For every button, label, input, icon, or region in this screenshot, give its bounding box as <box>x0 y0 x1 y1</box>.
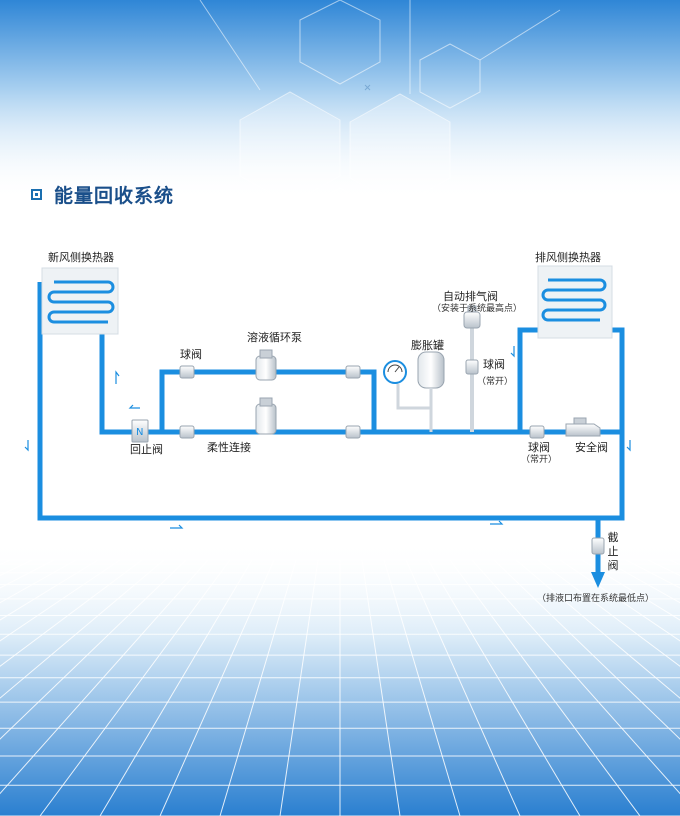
label-stop-valve: 截止阀 <box>607 531 619 572</box>
section-heading: 能量回收系统 <box>31 183 175 207</box>
flex-connector-icon <box>179 425 195 439</box>
label-pump: 溶液循环泵 <box>247 331 302 344</box>
hexagon-decoration <box>199 0 561 277</box>
label-flex-connector: 柔性连接 <box>207 441 251 454</box>
label-normally-open-1: （常开） <box>477 377 514 387</box>
safety-valve-icon <box>565 417 601 437</box>
label-auto-vent: 自动排气阀 <box>443 290 498 303</box>
flow-arrow-icon <box>510 346 515 358</box>
floor-grid <box>0 559 680 816</box>
ball-valve-left-2-icon <box>345 365 361 379</box>
label-ball-valve-bottom: 球阀 <box>528 441 550 454</box>
auto-vent-valve-icon <box>463 305 481 329</box>
flow-arrow-icon <box>24 440 29 452</box>
flow-arrow-icon <box>128 404 140 409</box>
flex-connector-2-icon <box>345 425 361 439</box>
ball-valve-bottom-icon <box>529 425 545 439</box>
flow-arrow-icon <box>115 370 120 384</box>
fresh-air-heat-exchanger <box>41 267 119 335</box>
check-valve-icon <box>131 419 149 443</box>
drain-arrow <box>591 572 605 588</box>
page-title: 能量回收系统 <box>54 184 175 207</box>
expansion-tank-icon <box>396 351 445 432</box>
label-safety-valve: 安全阀 <box>575 441 608 454</box>
label-check-valve: 回止阀 <box>130 443 163 456</box>
label-exhaust-hx: 排风侧换热器 <box>535 251 601 264</box>
flow-arrow-icon <box>490 520 504 525</box>
ball-valve-right-icon <box>465 359 479 375</box>
pressure-gauge-icon <box>383 360 407 384</box>
stop-valve-icon <box>591 537 605 555</box>
flow-arrow-icon <box>170 524 184 529</box>
label-normally-open-2: （常开） <box>521 455 558 465</box>
circulation-pump-icon <box>255 349 277 381</box>
label-ball-valve-right: 球阀 <box>483 358 505 371</box>
label-expansion-tank: 膨胀罐 <box>411 339 444 352</box>
label-fresh-air-hx: 新风侧换热器 <box>48 251 114 264</box>
label-ball-valve-left: 球阀 <box>180 348 202 361</box>
flow-arrow-icon <box>626 440 631 452</box>
ball-valve-left-icon <box>179 365 195 379</box>
label-auto-vent-note: （安装于系统最高点） <box>432 304 523 314</box>
circulation-pump-2-icon <box>255 397 277 435</box>
square-bullet-icon <box>31 188 42 200</box>
exhaust-heat-exchanger <box>537 265 613 339</box>
pipe-network <box>37 282 625 575</box>
label-drain-note: （排液口布置在系统最低点） <box>537 594 655 604</box>
svg-text:N: N <box>136 427 143 438</box>
